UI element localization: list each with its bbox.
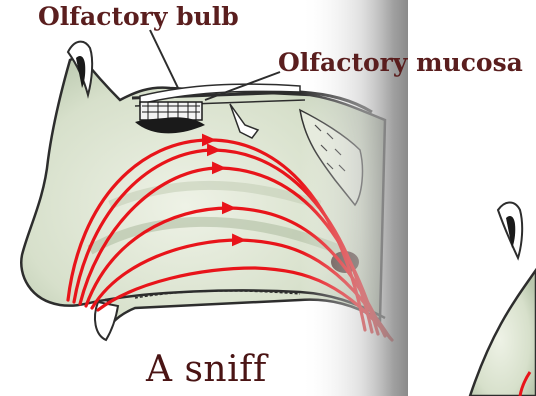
bulb-leader-line <box>150 30 178 88</box>
olfactory-receptor-cluster <box>135 102 205 133</box>
olfactory-bulb-label: Olfactory bulb <box>38 4 239 29</box>
olfactory-mucosa-label: Olfactory mucosa <box>278 50 523 75</box>
diagram-caption: A sniff <box>146 352 267 388</box>
